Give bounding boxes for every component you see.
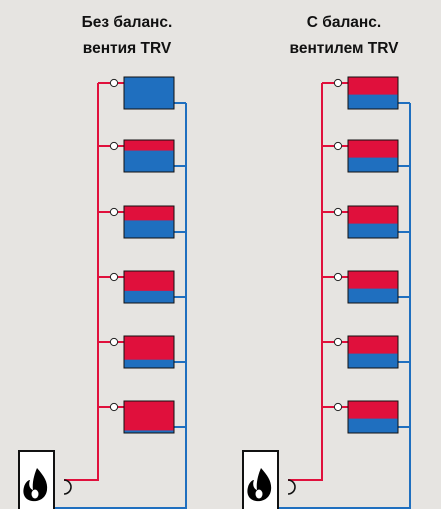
radiator-hot-part xyxy=(348,401,398,419)
radiator-outline xyxy=(123,270,175,304)
radiator-hot-part xyxy=(348,206,398,224)
radiator-cold-part xyxy=(123,76,175,110)
panel-title-line-1: Без баланс. xyxy=(82,14,173,31)
flame-core xyxy=(255,489,263,499)
valve-icon xyxy=(333,402,343,412)
radiator-outline xyxy=(123,139,175,173)
pump-icon xyxy=(287,479,296,495)
radiator-icon xyxy=(347,139,399,173)
radiator-row xyxy=(98,400,186,434)
radiator-hot-part xyxy=(124,271,174,291)
radiator-icon xyxy=(347,335,399,369)
radiator-outline xyxy=(123,335,175,369)
radiator-outline xyxy=(123,76,175,110)
boiler-icon xyxy=(18,450,55,509)
radiator-row xyxy=(322,139,410,173)
valve-icon xyxy=(333,78,343,88)
pump-icon xyxy=(63,479,72,495)
radiator-icon xyxy=(347,270,399,304)
valve-icon xyxy=(109,337,119,347)
valve-icon xyxy=(333,337,343,347)
radiator-hot-part xyxy=(124,140,174,151)
panel-title-line-2: вентилем TRV xyxy=(290,40,400,57)
radiator-icon xyxy=(123,76,175,110)
radiator-outline xyxy=(347,400,399,434)
radiator-icon xyxy=(347,76,399,110)
valve-icon xyxy=(333,207,343,217)
radiator-hot-part xyxy=(348,77,398,95)
radiator-row xyxy=(98,270,186,304)
radiator-icon xyxy=(123,139,175,173)
radiator-outline xyxy=(347,205,399,239)
radiator-icon xyxy=(123,205,175,239)
return-pipe xyxy=(22,103,187,509)
radiator-icon xyxy=(123,400,175,434)
radiator-row xyxy=(98,335,186,369)
radiator-icon xyxy=(347,205,399,239)
valve-icon xyxy=(109,141,119,151)
panel-title-line-2: вентия TRV xyxy=(83,40,172,57)
radiator-outline xyxy=(123,205,175,239)
radiator-row xyxy=(322,270,410,304)
valve-icon xyxy=(109,402,119,412)
radiator-row xyxy=(322,400,410,434)
radiator-icon xyxy=(123,270,175,304)
flame-icon xyxy=(23,468,48,502)
radiator-icon xyxy=(123,335,175,369)
radiator-outline xyxy=(347,335,399,369)
supply-pipe xyxy=(64,83,99,481)
radiator-row xyxy=(98,76,186,110)
radiator-outline xyxy=(347,139,399,173)
radiator-outline xyxy=(123,400,175,434)
panel-balanced: С баланс. вентилем TRV xyxy=(242,14,411,509)
radiator-outline xyxy=(347,270,399,304)
panel-unbalanced: Без баланс. вентия TRV xyxy=(18,14,187,509)
radiator-row xyxy=(322,76,410,110)
radiator-hot-part xyxy=(124,336,174,360)
radiator-hot-part xyxy=(124,206,174,221)
valve-icon xyxy=(109,78,119,88)
valve-icon xyxy=(109,272,119,282)
return-pipe xyxy=(246,103,411,509)
radiator-hot-part xyxy=(348,336,398,354)
boiler-icon xyxy=(242,450,279,509)
radiator-hot-part xyxy=(348,271,398,289)
radiator-icon xyxy=(347,400,399,434)
radiator-row xyxy=(98,139,186,173)
flame-core xyxy=(31,489,39,499)
radiator-outline xyxy=(347,76,399,110)
valve-icon xyxy=(333,272,343,282)
radiator-row xyxy=(322,205,410,239)
radiator-row xyxy=(322,335,410,369)
flame-icon xyxy=(247,468,272,502)
radiator-hot-part xyxy=(348,140,398,158)
panel-title-line-1: С баланс. xyxy=(307,14,381,31)
radiator-row xyxy=(98,205,186,239)
valve-icon xyxy=(109,207,119,217)
supply-pipe xyxy=(288,83,323,481)
radiator-hot-part xyxy=(124,401,174,431)
valve-icon xyxy=(333,141,343,151)
